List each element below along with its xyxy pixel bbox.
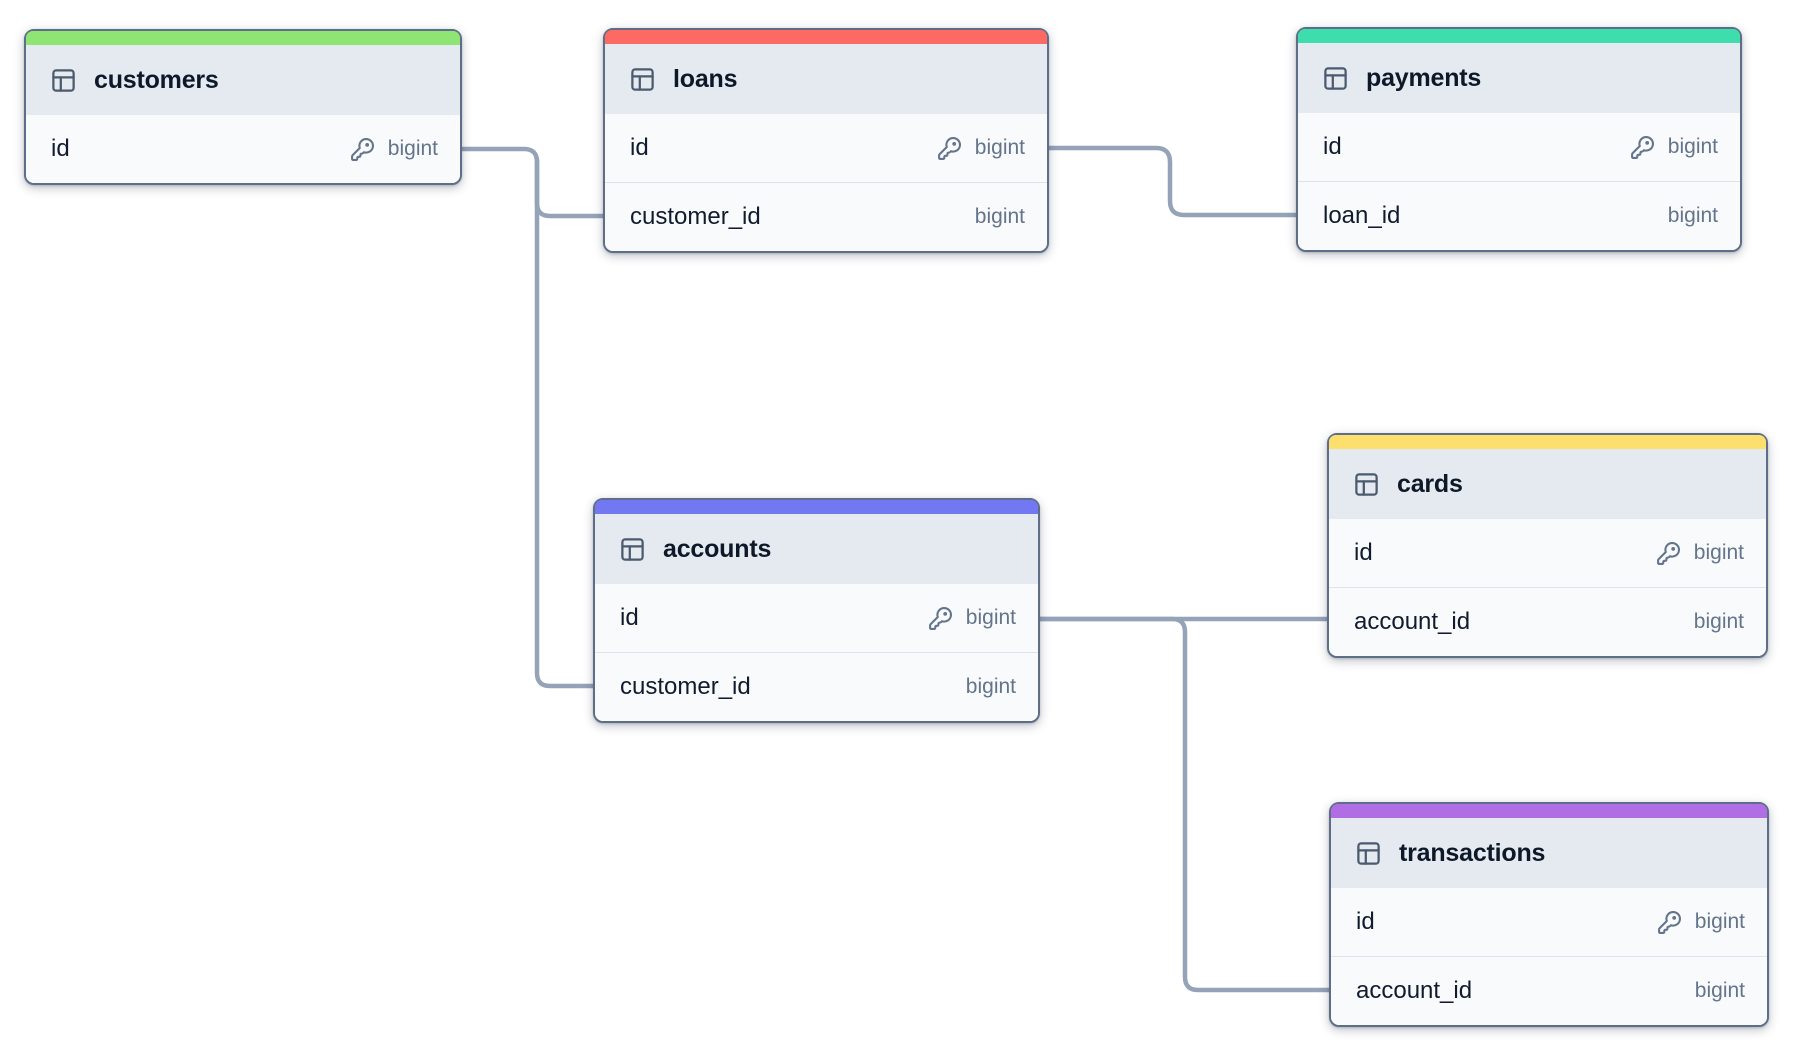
table-icon: [619, 536, 646, 563]
table-name: transactions: [1399, 838, 1546, 867]
table-node-transactions[interactable]: transactions id bigint account_id bigint: [1329, 802, 1769, 1027]
relationship-customers-accounts[interactable]: [534, 157, 596, 689]
column-type: bigint: [974, 136, 1025, 159]
column-row[interactable]: account_id bigint: [1331, 956, 1767, 1025]
column-name: id: [620, 604, 639, 631]
column-type: bigint: [1693, 610, 1744, 633]
table-node-payments[interactable]: payments id bigint loan_id bigint: [1296, 27, 1742, 252]
column-name: id: [51, 135, 70, 162]
column-name: customer_id: [620, 673, 751, 700]
table-accent-bar: [1331, 804, 1767, 818]
table-name: loans: [673, 64, 738, 93]
column-row[interactable]: account_id bigint: [1329, 587, 1766, 656]
table-icon: [50, 67, 77, 94]
table-header[interactable]: accounts: [595, 514, 1038, 584]
column-row[interactable]: id bigint: [1331, 888, 1767, 956]
column-type: bigint: [1694, 910, 1745, 933]
column-row[interactable]: id bigint: [1298, 113, 1740, 181]
table-accent-bar: [1298, 29, 1740, 43]
table-node-accounts[interactable]: accounts id bigint customer_id bigint: [593, 498, 1040, 723]
column-name: id: [630, 134, 649, 161]
column-row[interactable]: id bigint: [595, 584, 1038, 652]
column-row[interactable]: customer_id bigint: [595, 652, 1038, 721]
column-type: bigint: [1667, 204, 1718, 227]
relationship-customers-loans[interactable]: [459, 146, 606, 219]
table-node-customers[interactable]: customers id bigint: [24, 29, 462, 185]
table-accent-bar: [595, 500, 1038, 514]
column-name: loan_id: [1323, 202, 1401, 229]
column-type: bigint: [965, 606, 1016, 629]
column-type: bigint: [1693, 541, 1744, 564]
primary-key-icon: [937, 136, 962, 161]
table-header[interactable]: customers: [26, 45, 460, 115]
table-accent-bar: [26, 31, 460, 45]
table-icon: [1322, 65, 1349, 92]
relationship-accounts-transactions[interactable]: [1037, 616, 1332, 993]
relationship-loans-payments[interactable]: [1046, 145, 1299, 218]
column-name: id: [1354, 539, 1373, 566]
column-row[interactable]: loan_id bigint: [1298, 181, 1740, 250]
primary-key-icon: [928, 606, 953, 631]
table-accent-bar: [605, 30, 1047, 44]
column-row[interactable]: id bigint: [605, 114, 1047, 182]
column-name: id: [1356, 908, 1375, 935]
table-name: cards: [1397, 469, 1463, 498]
primary-key-icon: [1657, 910, 1682, 935]
table-accent-bar: [1329, 435, 1766, 449]
column-type: bigint: [965, 675, 1016, 698]
column-name: account_id: [1356, 977, 1473, 1004]
column-row[interactable]: customer_id bigint: [605, 182, 1047, 251]
table-node-cards[interactable]: cards id bigint account_id bigint: [1327, 433, 1768, 658]
primary-key-icon: [1656, 541, 1681, 566]
column-type: bigint: [974, 205, 1025, 228]
table-header[interactable]: transactions: [1331, 818, 1767, 888]
table-name: accounts: [663, 534, 772, 563]
table-name: payments: [1366, 63, 1482, 92]
primary-key-icon: [1630, 135, 1655, 160]
primary-key-icon: [350, 137, 375, 162]
table-icon: [1353, 471, 1380, 498]
column-type: bigint: [1694, 979, 1745, 1002]
column-name: account_id: [1354, 608, 1471, 635]
table-node-loans[interactable]: loans id bigint customer_id bigint: [603, 28, 1049, 253]
table-name: customers: [94, 65, 219, 94]
column-name: customer_id: [630, 203, 761, 230]
column-type: bigint: [1667, 135, 1718, 158]
table-icon: [1355, 840, 1382, 867]
table-header[interactable]: cards: [1329, 449, 1766, 519]
column-name: id: [1323, 133, 1342, 160]
table-icon: [629, 66, 656, 93]
table-header[interactable]: payments: [1298, 43, 1740, 113]
column-row[interactable]: id bigint: [1329, 519, 1766, 587]
column-type: bigint: [387, 137, 438, 160]
column-row[interactable]: id bigint: [26, 115, 460, 183]
table-header[interactable]: loans: [605, 44, 1047, 114]
